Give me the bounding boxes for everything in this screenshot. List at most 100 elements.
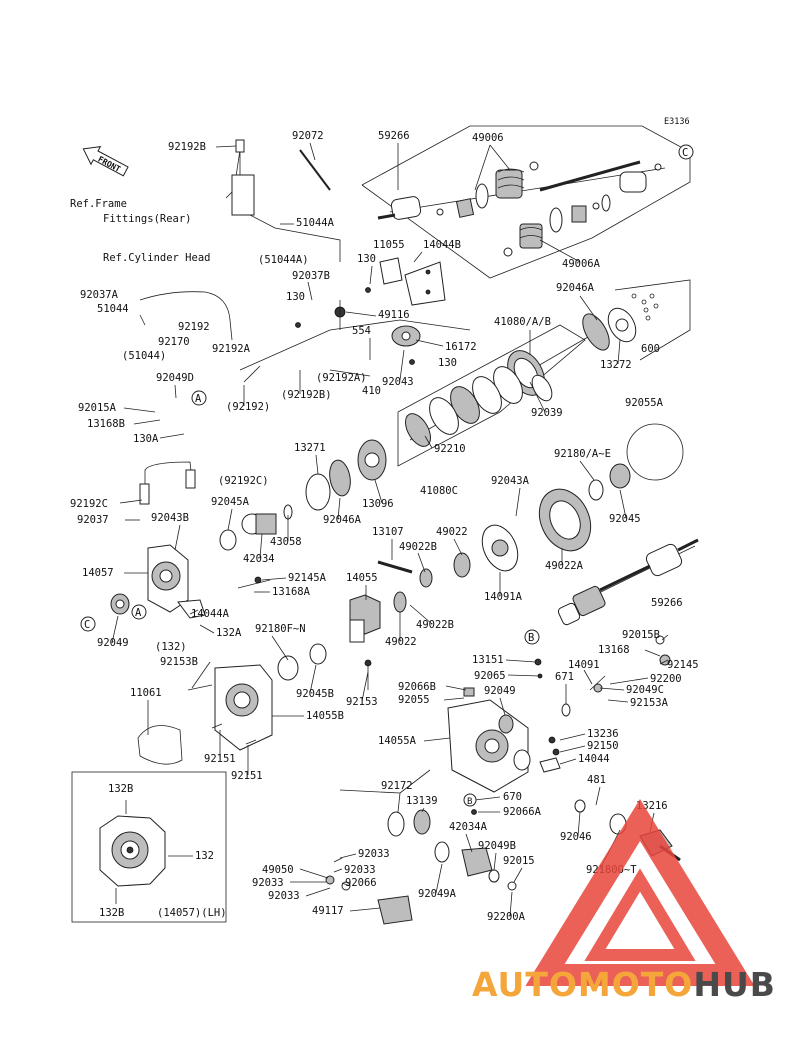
watermark-text-1: AUTOMOTO bbox=[472, 965, 693, 1004]
part-label-92043A: 92043A bbox=[491, 475, 530, 487]
part-label-130-a: 130 bbox=[357, 253, 376, 265]
part-label-130-b: 130 bbox=[286, 291, 305, 303]
callouts: C A A C B B bbox=[80, 144, 694, 807]
part-label-14055A: 14055A bbox=[378, 735, 417, 747]
part-label-481: 481 bbox=[587, 774, 606, 786]
part-label-92037B: 92037B bbox=[292, 270, 330, 282]
part-label-132A: 132A bbox=[216, 627, 242, 639]
callout-c-top-label: C bbox=[682, 147, 688, 159]
part-label-132B-bot: 132B bbox=[99, 907, 124, 919]
part-label-92049C: 92049C bbox=[626, 684, 664, 696]
part-label-92192B-paren: (92192B) bbox=[281, 389, 332, 401]
part-label-92065: 92065 bbox=[474, 670, 506, 682]
inset-frame bbox=[71, 771, 227, 923]
part-label-92066A: 92066A bbox=[503, 806, 542, 818]
diagram-code: E3136 bbox=[664, 117, 690, 127]
part-label-51044-paren: (51044) bbox=[122, 350, 166, 362]
part-label-49050: 49050 bbox=[262, 864, 294, 876]
part-label-43058: 43058 bbox=[270, 536, 302, 548]
part-label-ref-frame-2: Fittings(Rear) bbox=[103, 213, 192, 225]
part-label-92145-r: 92145 bbox=[667, 659, 699, 671]
part-label-132-inset: 132 bbox=[195, 850, 214, 862]
part-label-49022-mid: 49022 bbox=[385, 636, 417, 648]
differential-stack bbox=[283, 293, 684, 520]
part-label-14057: 14057 bbox=[82, 567, 114, 579]
part-label-59266-mid: 59266 bbox=[651, 597, 683, 609]
part-label-92049-l: 92049 bbox=[97, 637, 129, 649]
part-label-92046-r: 92046 bbox=[560, 831, 592, 843]
part-label-92180AE: 92180/A~E bbox=[554, 448, 611, 460]
part-label-11055: 11055 bbox=[373, 239, 405, 251]
part-label-92192-paren: (92192) bbox=[226, 401, 270, 413]
part-label-92015: 92015 bbox=[503, 855, 535, 867]
part-label-92072: 92072 bbox=[292, 130, 324, 142]
part-label-92043-top: 92043 bbox=[382, 376, 414, 388]
callout-a-mid-label: A bbox=[135, 607, 142, 619]
part-label-13139: 13139 bbox=[406, 795, 438, 807]
part-label-92015B: 92015B bbox=[622, 629, 660, 641]
leader-lines bbox=[111, 142, 669, 917]
part-label-49006A: 49006A bbox=[562, 258, 601, 270]
part-label-ref-frame-1: Ref.Frame bbox=[70, 198, 127, 210]
part-label-41080AB: 41080/A/B bbox=[494, 316, 551, 328]
part-label-13272: 13272 bbox=[600, 359, 632, 371]
part-label-92039: 92039 bbox=[531, 407, 563, 419]
part-label-14044: 14044 bbox=[578, 753, 610, 765]
part-label-92033-a: 92033 bbox=[358, 848, 390, 860]
ring-gear-group bbox=[377, 463, 699, 626]
part-label-49022B-b: 49022B bbox=[416, 619, 454, 631]
part-label-13107: 13107 bbox=[372, 526, 404, 538]
part-label-14044B: 14044B bbox=[423, 239, 461, 251]
part-label-92192C: 92192C bbox=[70, 498, 108, 510]
part-label-92192: 92192 bbox=[178, 321, 210, 333]
part-label-410: 410 bbox=[362, 385, 381, 397]
part-label-ref-cyl: Ref.Cylinder Head bbox=[103, 252, 210, 264]
part-label-92037: 92037 bbox=[77, 514, 109, 526]
inset-lh-case bbox=[99, 800, 193, 904]
part-label-92037A: 92037A bbox=[80, 289, 119, 301]
callout-b-lower bbox=[463, 793, 477, 807]
part-label-92192B: 92192B bbox=[168, 141, 206, 153]
part-label-13168A: 13168A bbox=[272, 586, 311, 598]
part-label-13151: 13151 bbox=[472, 654, 504, 666]
part-label-132B-top: 132B bbox=[108, 783, 133, 795]
callout-a-top-label: A bbox=[195, 393, 202, 405]
part-label-92045A: 92045A bbox=[211, 496, 250, 508]
part-label-59266-top: 59266 bbox=[378, 130, 410, 142]
part-label-13236: 13236 bbox=[587, 728, 619, 740]
part-label-92055A: 92055A bbox=[625, 397, 664, 409]
part-label-92055: 92055 bbox=[398, 694, 430, 706]
watermark-text-2: HUB bbox=[693, 965, 776, 1004]
part-label-51044A-paren: (51044A) bbox=[258, 254, 309, 266]
part-label-92045B: 92045B bbox=[296, 688, 334, 700]
callout-c-left bbox=[80, 616, 96, 632]
part-label-14091: 14091 bbox=[568, 659, 600, 671]
cables bbox=[139, 139, 471, 505]
part-label-13096: 13096 bbox=[362, 498, 394, 510]
part-labels: 92192B 92072 59266 49006Ref.FrameFittings(R… bbox=[70, 130, 699, 923]
callout-a-mid bbox=[131, 604, 147, 620]
part-label-14091A: 14091A bbox=[484, 591, 523, 603]
part-label-49022A: 49022A bbox=[545, 560, 584, 572]
part-label-49116: 49116 bbox=[378, 309, 410, 321]
part-label-49006: 49006 bbox=[472, 132, 504, 144]
part-label-92049-m: 92049 bbox=[484, 685, 516, 697]
part-label-92049D: 92049D bbox=[156, 372, 194, 384]
part-label-49117: 49117 bbox=[312, 905, 344, 917]
housing-14055a bbox=[447, 635, 671, 815]
part-label-92043B: 92043B bbox=[151, 512, 189, 524]
breather-parts bbox=[295, 257, 446, 365]
part-label-92153-m: 92153 bbox=[346, 696, 378, 708]
part-label-42034A: 42034A bbox=[449, 821, 488, 833]
watermark-triangle-inner bbox=[584, 868, 696, 961]
part-label-14055B: 14055B bbox=[306, 710, 344, 722]
part-label-92033-b: 92033 bbox=[344, 864, 376, 876]
part-label-49022-top: 49022 bbox=[436, 526, 468, 538]
pinion-group bbox=[277, 594, 381, 690]
part-label-49022B-a: 49022B bbox=[399, 541, 437, 553]
part-label-92145A: 92145A bbox=[288, 572, 327, 584]
part-label-92192C-paren: (92192C) bbox=[218, 475, 269, 487]
front-axle-top bbox=[377, 160, 666, 257]
part-label-92192A-paren: (92192A) bbox=[316, 372, 367, 384]
